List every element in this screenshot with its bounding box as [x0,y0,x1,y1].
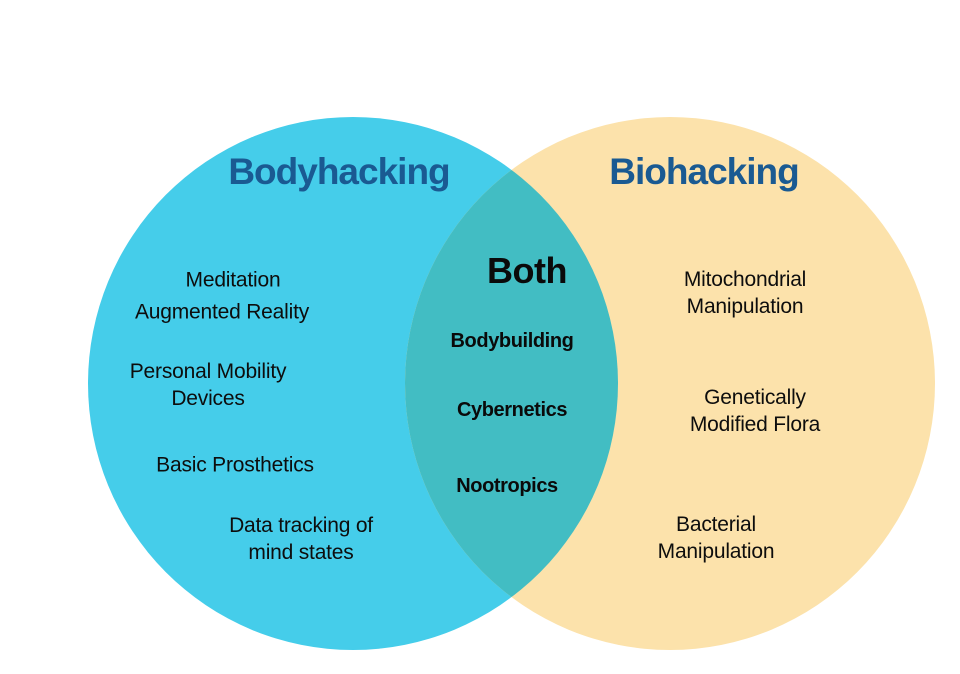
bodyhacking-item-personal-mobility-devices: Personal Mobility Devices [129,360,287,410]
both-title: Both [487,250,567,291]
both-item-nootropics: Nootropics [456,475,558,498]
biohacking-item-genetically-modified-flora: Genetically Modified Flora [689,386,821,436]
biohacking-item-bacterial-manipulation: Bacterial Manipulation [657,513,775,563]
intersection-region [405,117,935,650]
bodyhacking-item-basic-prosthetics: Basic Prosthetics [156,453,314,477]
both-item-bodybuilding: Bodybuilding [450,330,574,353]
bodyhacking-item-meditation: Meditation [185,268,281,292]
biohacking-item-mitochondrial-manipulation: Mitochondrial Manipulation [683,268,807,318]
both-item-cybernetics: Cybernetics [456,399,568,422]
biohacking-title: Biohacking [609,151,799,192]
bodyhacking-item-data-tracking-of-mind-states: Data tracking of mind states [229,514,373,564]
intersection-fill [405,117,618,650]
bodyhacking-title: Bodyhacking [228,151,450,192]
bodyhacking-item-augmented-reality: Augmented Reality [134,300,310,324]
